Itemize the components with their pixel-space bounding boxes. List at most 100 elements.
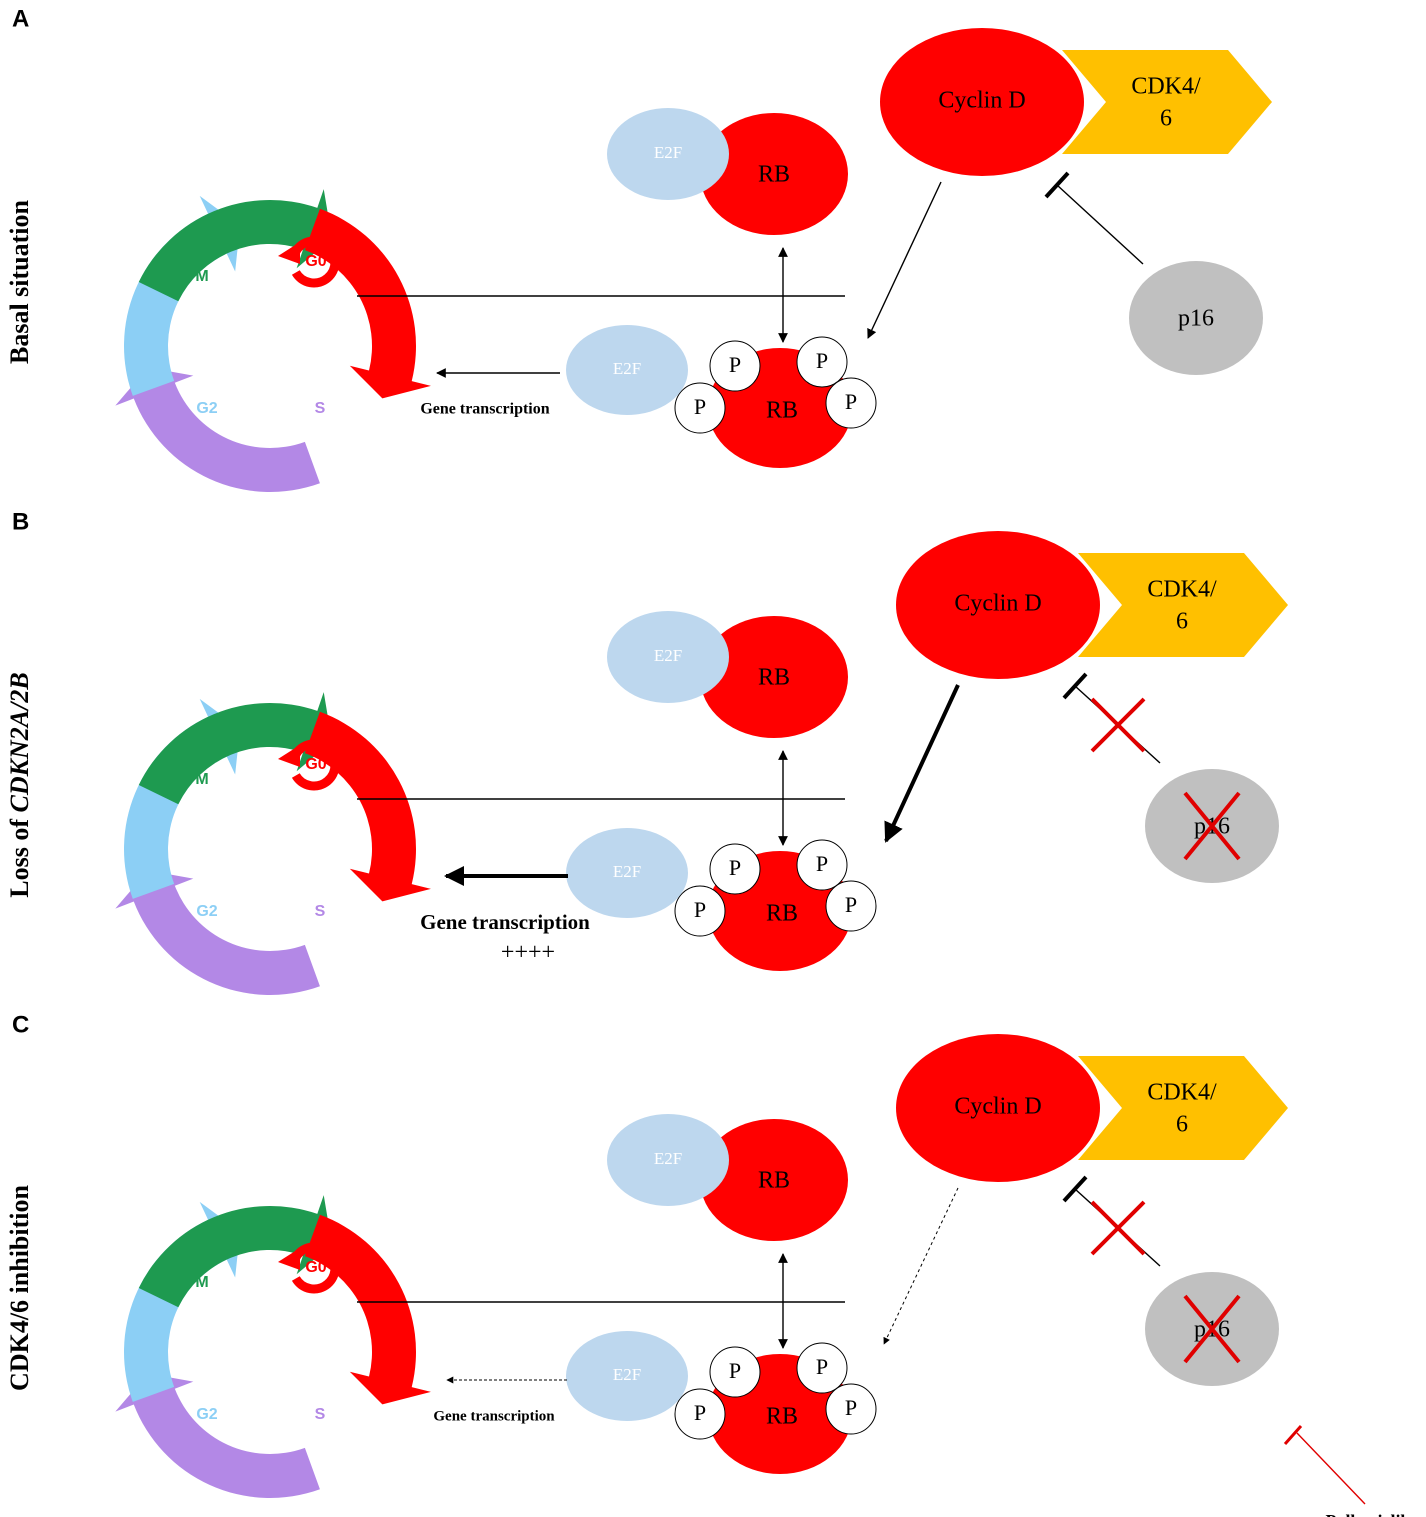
phosphate-group [825,880,877,932]
g0-loop-arrow [291,739,340,791]
phase-g2-label: G2 [196,400,217,417]
inhibition-line-cross [1090,1200,1146,1256]
phosphate-label: P [816,1354,828,1379]
cdk46-label-line1: CDK4/ [1147,577,1217,603]
cdk46-chevron [1078,1056,1288,1160]
phase-m-arrow [138,189,332,302]
phase-g0-label: G0 [305,253,326,270]
phosphate-label: P [729,352,741,377]
rb-unphosphorylated [700,616,848,738]
palbociclib-label: Palbociclib [1326,1511,1411,1517]
rb-unphosphorylated [700,113,848,235]
cyclin-d-label: Cyclin D [954,1094,1041,1120]
phase-s-arrow [115,870,320,995]
phosphate-group [709,340,761,392]
side-label-prefix: Loss of [5,812,34,897]
rb-phosphorylated-label: RB [766,901,798,927]
p16 [1129,261,1263,375]
g0-loop-arrowhead [278,242,300,264]
phosphate-group [796,336,848,388]
e2f-free-label: E2F [613,862,641,881]
cdk46-chevron [1078,553,1288,657]
e2f-bound [607,611,729,703]
cyclin-activation-arrow [884,684,960,843]
phase-s-label: S [315,400,326,417]
p16-label: p16 [1178,306,1214,332]
g0-loop-arrow [291,236,340,288]
e2f-free-label: E2F [613,359,641,378]
p16-loss-cross [1183,791,1241,861]
rb-phosphorylated-label: RB [766,1404,798,1430]
gene-transcription-level: ++++ [501,940,555,966]
phosphate-group [825,377,877,429]
phosphate-group [674,1388,726,1440]
phase-g0-label: G0 [305,756,326,773]
p16-inhibition-bar [1044,171,1070,199]
rb-phosphorylated-label: RB [766,398,798,424]
phase-g1-label: G1 [333,819,354,836]
e2f-bound [607,1114,729,1206]
phosphate-group [709,1346,761,1398]
phase-s-arrow [115,1373,320,1498]
e2f-bound-label: E2F [654,1149,682,1168]
cyclin-d [880,28,1084,176]
p16-inhibition-bar [1062,1175,1088,1203]
phosphate-label: P [694,1400,706,1425]
g0-loop-arrowhead [278,745,300,767]
e2f-free [566,828,688,918]
phosphate-group [796,1342,848,1394]
cdk46-label-line2: 6 [1176,609,1188,635]
phase-g1-arrow [304,208,431,399]
phosphate-label: P [729,855,741,880]
panel-letter: A [12,5,29,32]
phase-m-label: M [195,1274,208,1291]
phase-g0-label: G0 [305,1259,326,1276]
phase-s-label: S [315,1406,326,1423]
phosphate-label: P [694,897,706,922]
phosphate-label: P [845,892,857,917]
cyclin-d-label: Cyclin D [938,88,1025,114]
p16-loss-cross [1183,1294,1241,1364]
phase-g1-label: G1 [333,1322,354,1339]
cyclin-d [896,1034,1100,1182]
panel-letter: B [12,508,29,535]
cyclin-d [896,531,1100,679]
cyclin-d-label: Cyclin D [954,591,1041,617]
cdk46-label-line1: CDK4/ [1147,1080,1217,1106]
e2f-bound-label: E2F [654,143,682,162]
rb-unphosphorylated-label: RB [758,665,790,691]
phase-g1-arrow [304,711,431,902]
phase-m-label: M [195,268,208,285]
phase-m-label: M [195,771,208,788]
palbociclib-inhibition-line [1296,1432,1366,1505]
phosphate-label: P [816,348,828,373]
phosphate-label: P [845,1395,857,1420]
cdk46-label-line2: 6 [1176,1112,1188,1138]
e2f-bound [607,108,729,200]
cdk46-chevron [1062,50,1272,154]
cdk46-label-line2: 6 [1160,106,1172,132]
inhibition-line-cross [1090,697,1146,753]
phosphate-label: P [729,1358,741,1383]
phosphate-group [709,843,761,895]
panel-letter: C [12,1011,29,1038]
phosphate-label: P [816,851,828,876]
phase-g2-label: G2 [196,903,217,920]
phosphate-label: P [845,389,857,414]
gene-transcription-label: Gene transcription [420,401,549,418]
e2f-free [566,1331,688,1421]
rb-unphosphorylated-label: RB [758,1168,790,1194]
cyclin-activation-arrow [867,181,942,339]
rb-unphosphorylated [700,1119,848,1241]
p16-inhibition-line [1056,184,1144,265]
cdk46-label-line1: CDK4/ [1131,74,1201,100]
g0-loop-arrow [291,1242,340,1294]
side-label-gene: CDKN2A/2B [5,672,34,812]
cyclin-activation-arrow [883,1187,959,1345]
phase-m-arrow [138,1195,332,1308]
